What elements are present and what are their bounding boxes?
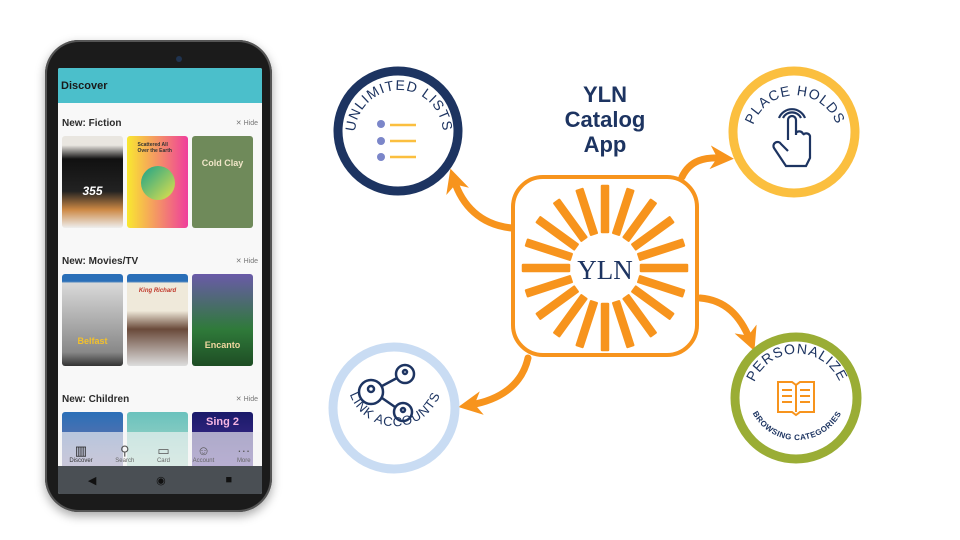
- book-ray: [599, 301, 611, 353]
- book-ray: [599, 183, 611, 235]
- cover[interactable]: Belfast: [62, 274, 123, 366]
- cover[interactable]: Cold Clay: [192, 136, 253, 228]
- cover[interactable]: Encanto: [192, 274, 253, 366]
- book-ray: [620, 292, 659, 339]
- cover[interactable]: Scattered All Over the Earth: [127, 136, 188, 228]
- phone-screen: Discover New: Fiction ✕Hide 355 Scattered…: [58, 68, 262, 494]
- book-ray: [629, 283, 676, 322]
- cover[interactable]: King Richard: [127, 274, 188, 366]
- section-fiction: New: Fiction ✕Hide 355 Scattered All Over…: [58, 110, 262, 228]
- section-title: New: Fiction: [62, 117, 122, 129]
- book-ray: [635, 273, 687, 299]
- book-ray: [523, 273, 575, 299]
- book-ray: [534, 214, 581, 253]
- more-icon: ···: [237, 443, 251, 458]
- book-ray: [551, 197, 590, 244]
- close-icon: ✕: [235, 396, 242, 403]
- share-accounts-icon: [357, 363, 416, 423]
- book-ray: [520, 262, 572, 274]
- tab-card[interactable]: ▭Card: [156, 443, 170, 465]
- arrow-to-link: [458, 354, 532, 415]
- tab-account[interactable]: ☺Account: [192, 443, 215, 465]
- book-rays-icon: [520, 183, 690, 353]
- arrow-to-lists: [446, 168, 516, 232]
- card-icon: ▭: [157, 443, 170, 458]
- arrow-to-personalize: [696, 294, 757, 352]
- book-ray: [574, 186, 600, 238]
- header-title: Discover: [61, 79, 108, 92]
- recents-icon[interactable]: ■: [225, 474, 233, 486]
- hide-button[interactable]: ✕Hide: [235, 395, 258, 404]
- hide-button[interactable]: ✕Hide: [235, 257, 258, 266]
- android-nav-bar: ◀ ◉ ■: [58, 466, 262, 494]
- library-icon: ▥: [74, 443, 88, 458]
- tab-discover[interactable]: ▥Discover: [69, 443, 93, 465]
- book-ray: [635, 237, 687, 263]
- book-ray: [534, 283, 581, 322]
- book-ray: [523, 237, 575, 263]
- feature-place-holds: [728, 66, 860, 198]
- close-icon: ✕: [235, 120, 242, 127]
- section-movies: New: Movies/TV ✕Hide Belfast King Richard…: [58, 248, 262, 366]
- book-ray: [629, 214, 676, 253]
- diagram-title: YLN Catalog App: [564, 82, 646, 157]
- section-title: New: Movies/TV: [62, 255, 139, 267]
- bottom-tab-bar: ▥Discover ⚲Search ▭Card ☺Account ···More: [58, 432, 262, 466]
- account-icon: ☺: [196, 443, 211, 458]
- book-ray: [574, 298, 600, 350]
- arrow-to-holds: [678, 145, 734, 181]
- yln-logo-box: [511, 175, 699, 357]
- hide-button[interactable]: ✕Hide: [235, 119, 258, 128]
- tab-search[interactable]: ⚲Search: [115, 443, 135, 465]
- book-ray: [610, 298, 636, 350]
- book-ray: [551, 292, 590, 339]
- list-icon: [377, 120, 416, 161]
- app-header: Discover: [58, 68, 262, 103]
- section-title: New: Children: [62, 393, 130, 405]
- tab-more[interactable]: ···More: [236, 443, 251, 465]
- search-icon: ⚲: [120, 443, 130, 458]
- close-icon: ✕: [235, 258, 242, 265]
- book-ray: [610, 186, 636, 238]
- book-ray: [638, 262, 690, 274]
- back-icon[interactable]: ◀: [87, 474, 97, 487]
- feature-unlimited-lists: [333, 66, 463, 196]
- home-icon[interactable]: ◉: [156, 474, 166, 487]
- logo-text: YLN: [577, 255, 633, 285]
- book-ray: [620, 197, 659, 244]
- open-book-icon: [777, 381, 815, 417]
- tap-hand-icon: [772, 108, 812, 168]
- cover[interactable]: 355: [62, 136, 123, 228]
- phone-camera: [176, 56, 182, 62]
- connector-arrows: [446, 145, 757, 415]
